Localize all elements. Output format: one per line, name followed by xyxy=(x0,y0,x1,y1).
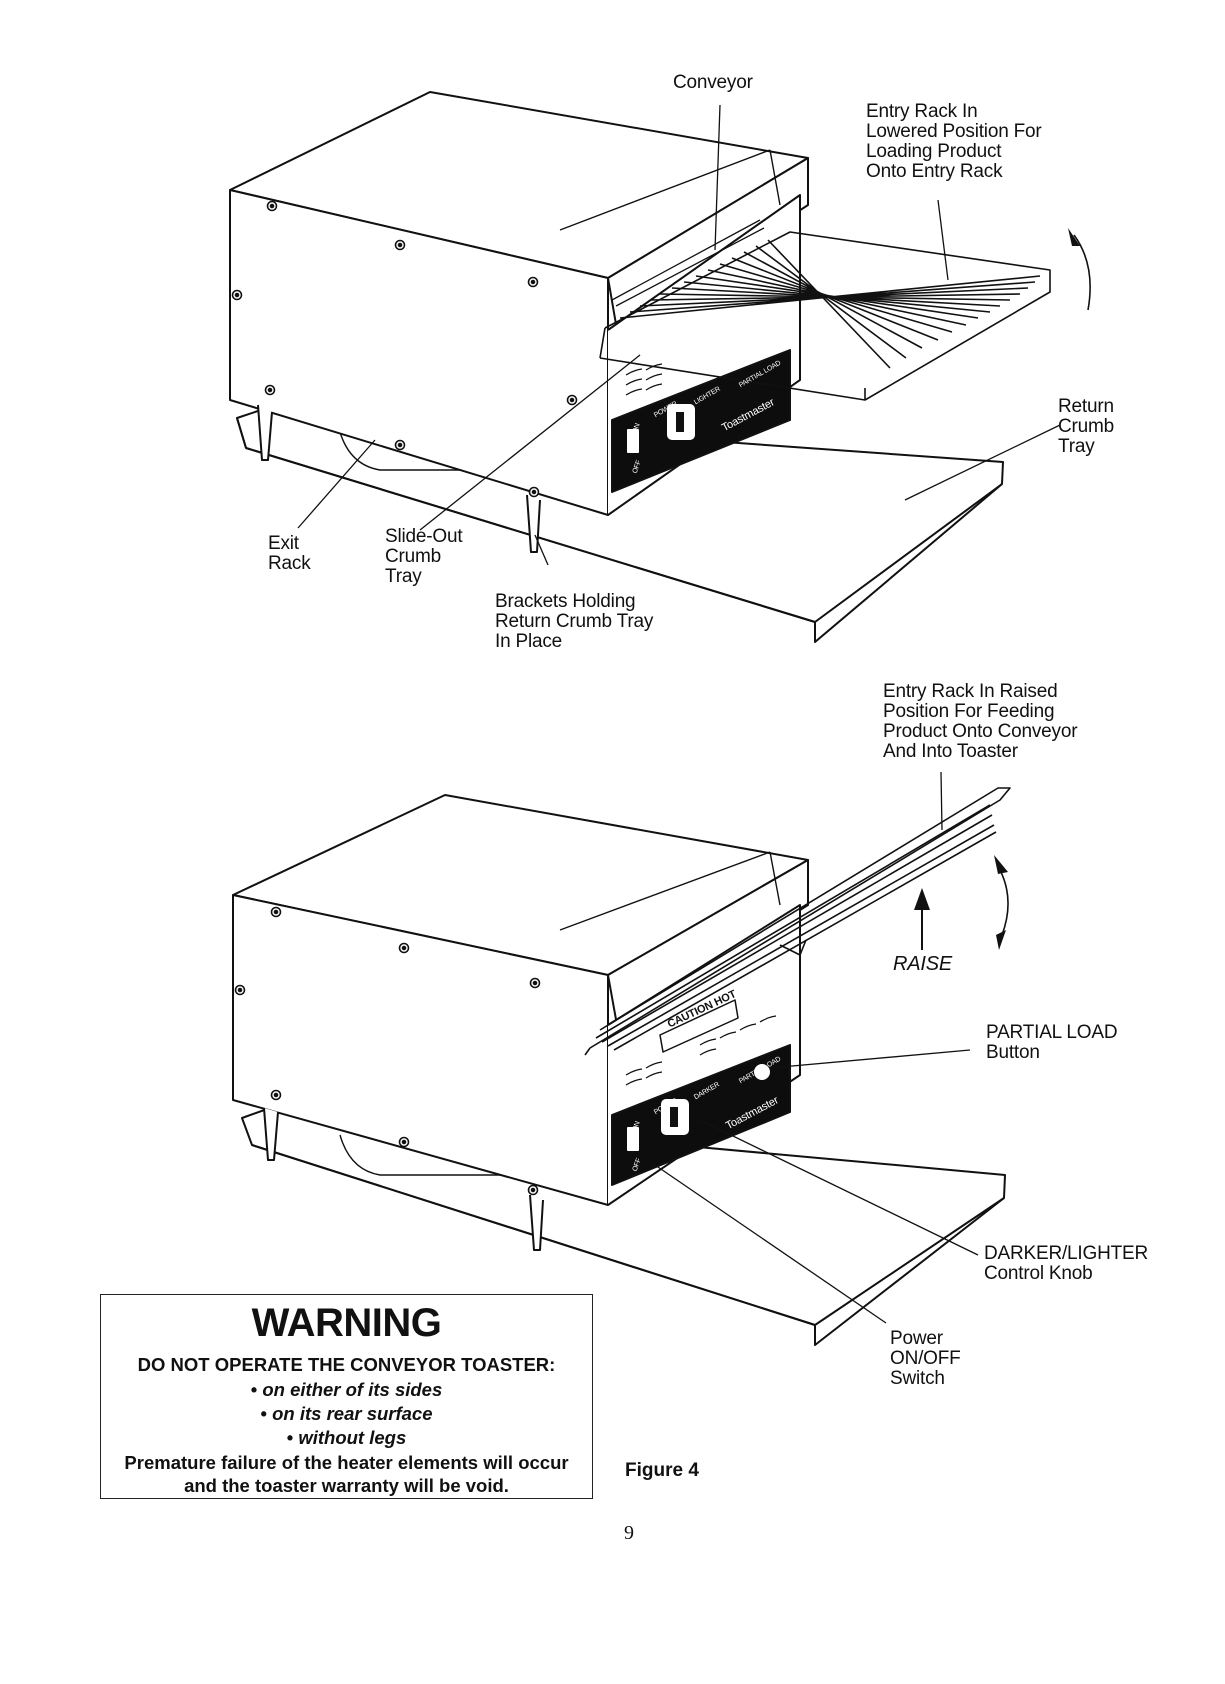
label-brackets: Brackets Holding Return Crumb Tray In Pl… xyxy=(495,591,654,652)
label-conveyor: Conveyor xyxy=(673,72,753,93)
warning-list: on either of its sides on its rear surfa… xyxy=(101,1378,592,1450)
warning-box: WARNING DO NOT OPERATE THE CONVEYOR TOAS… xyxy=(100,1294,593,1499)
top-leader-lines xyxy=(297,104,1061,566)
warning-item: without legs xyxy=(101,1426,592,1450)
bottom-toaster xyxy=(232,787,1011,1346)
bottom-leader-lines xyxy=(654,771,979,1324)
warning-title: WARNING xyxy=(251,1301,442,1345)
page-number: 9 xyxy=(624,1522,634,1544)
label-darker-lighter-knob: DARKER/LIGHTER Control Knob xyxy=(984,1243,1149,1284)
entry-rack-lowered xyxy=(599,231,1051,401)
entry-rack-raised xyxy=(584,787,1011,1056)
label-entry-rack-raised: Entry Rack In Raised Position For Feedin… xyxy=(883,681,1078,762)
rotate-arrow-bottom xyxy=(999,869,1009,936)
warning-item: on either of its sides xyxy=(101,1378,592,1402)
caution-hot-tag xyxy=(659,999,739,1053)
warning-subtitle: DO NOT OPERATE THE CONVEYOR TOASTER: xyxy=(137,1354,556,1375)
label-partial-load-button: PARTIAL LOAD Button xyxy=(986,1022,1118,1063)
lower-arrow-top xyxy=(1073,234,1091,311)
partial-load-button-shape xyxy=(754,1064,770,1080)
power-switch-top xyxy=(627,429,639,453)
control-panel-bottom xyxy=(611,1044,791,1186)
label-slide-out-crumb-tray: Slide-Out Crumb Tray xyxy=(385,526,463,587)
control-panel xyxy=(611,349,791,493)
warning-item: on its rear surface xyxy=(101,1402,592,1426)
figure-caption: Figure 4 xyxy=(625,1460,699,1481)
warning-footer: Premature failure of the heater elements… xyxy=(124,1452,569,1496)
label-exit-rack: Exit Rack xyxy=(268,533,311,574)
label-return-crumb-tray: Return Crumb Tray xyxy=(1058,396,1115,457)
top-toaster xyxy=(229,91,1051,643)
label-power-switch: Power ON/OFF Switch xyxy=(890,1328,961,1389)
label-raise: RAISE xyxy=(893,953,953,975)
label-entry-rack-lowered: Entry Rack In Lowered Position For Loadi… xyxy=(866,101,1042,182)
